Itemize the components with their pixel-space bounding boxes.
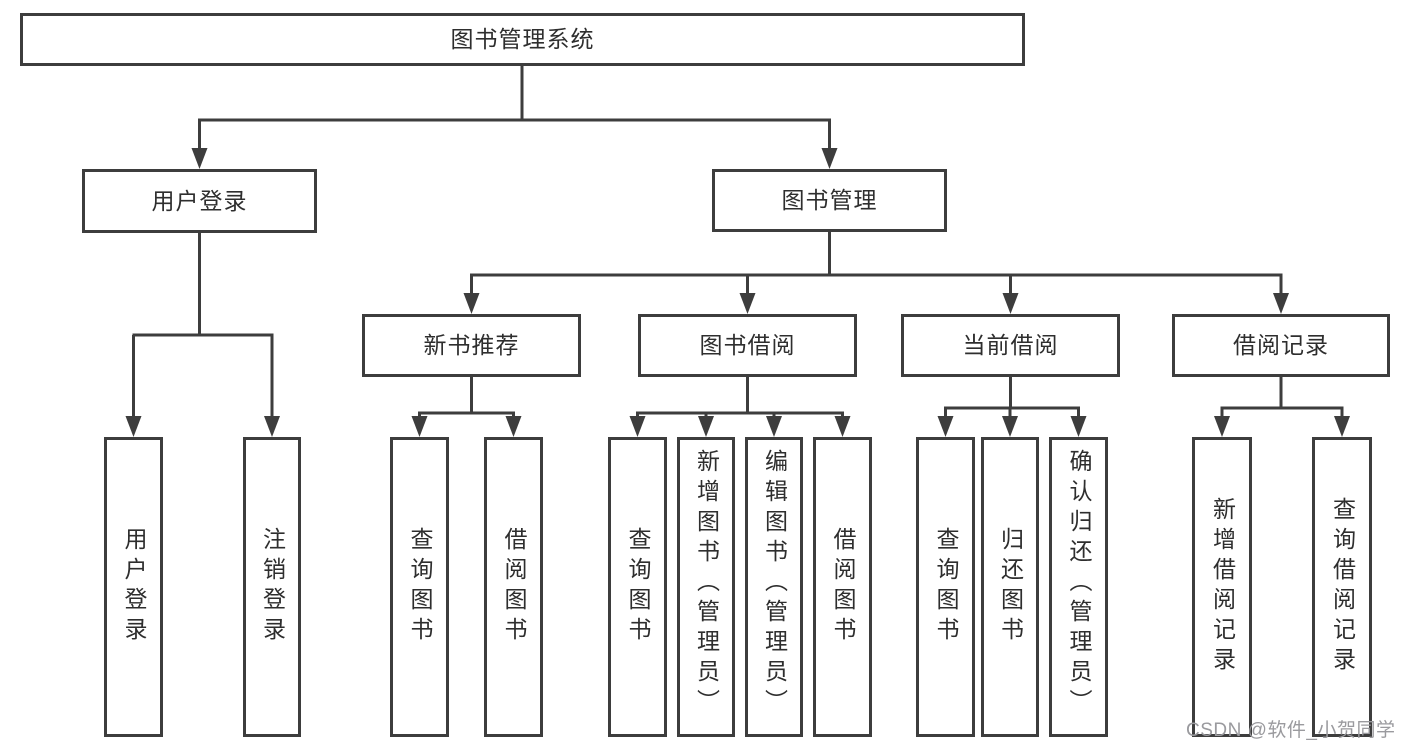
connector-arrowhead: [821, 148, 838, 169]
connector-arrowhead: [629, 416, 646, 437]
node-library-management-system: 图书管理系统: [20, 13, 1025, 66]
node-label: 归还图书: [997, 527, 1024, 647]
connector-arrowhead: [125, 416, 142, 437]
connector-arrowhead: [739, 293, 756, 314]
node-label: 查询借阅记录: [1329, 497, 1356, 677]
node-label: 图书借阅: [699, 332, 796, 358]
leaf-query-books-borrowing: 查询图书: [608, 437, 667, 737]
node-label: 用户登录: [121, 527, 147, 647]
node-label: 借阅图书: [830, 527, 856, 647]
node-label: 当前借阅: [962, 332, 1059, 358]
node-label: 图书管理: [781, 187, 878, 213]
leaf-edit-books-admin: 编辑图书（管理员）: [745, 437, 803, 737]
leaf-add-books-admin: 新增图书（管理员）: [677, 437, 735, 737]
node-book-borrowing: 图书借阅: [638, 314, 857, 377]
node-label: 编辑图书（管理员）: [761, 449, 788, 719]
connector-arrowhead: [834, 416, 851, 437]
node-label: 查询图书: [407, 527, 433, 647]
node-user-login: 用户登录: [82, 169, 317, 233]
connector-arrowhead: [766, 416, 782, 437]
connector-arrowhead: [1070, 416, 1087, 437]
connector-arrowhead: [411, 416, 428, 437]
leaf-borrow-books-recommend: 借阅图书: [484, 437, 543, 737]
connector-arrowhead: [698, 416, 714, 437]
connector-arrowhead: [1002, 293, 1019, 314]
connector-arrowhead: [937, 416, 954, 437]
connector-arrowhead: [1002, 416, 1018, 437]
leaf-return-books: 归还图书: [981, 437, 1039, 737]
connector-arrowhead: [1334, 416, 1350, 437]
node-label: 查询图书: [933, 527, 959, 647]
node-current-borrowing: 当前借阅: [901, 314, 1120, 377]
leaf-user-login: 用户登录: [104, 437, 163, 737]
node-label: 新增图书（管理员）: [693, 449, 720, 719]
csdn-watermark: CSDN @软件_小贺同学: [1186, 720, 1396, 741]
node-label: 图书管理系统: [450, 26, 595, 52]
leaf-logout: 注销登录: [243, 437, 301, 737]
connector-arrowhead: [191, 148, 208, 169]
leaf-query-books-current: 查询图书: [916, 437, 975, 737]
node-borrowing-records: 借阅记录: [1172, 314, 1390, 377]
node-label: 借阅记录: [1233, 332, 1329, 358]
node-label: 新增借阅记录: [1209, 497, 1236, 677]
leaf-borrow-books-borrowing: 借阅图书: [813, 437, 872, 737]
node-label: 用户登录: [151, 187, 248, 214]
leaf-add-borrow-record: 新增借阅记录: [1192, 437, 1252, 737]
node-label: 借阅图书: [501, 527, 527, 647]
node-label: 新书推荐: [423, 332, 520, 358]
connector-arrowhead: [463, 293, 480, 314]
node-label: 注销登录: [259, 527, 286, 647]
node-book-management: 图书管理: [712, 169, 947, 232]
node-label: 查询图书: [625, 527, 651, 647]
connector-arrowhead: [505, 416, 522, 437]
leaf-query-borrow-record: 查询借阅记录: [1312, 437, 1372, 737]
node-label: 确认归还（管理员）: [1066, 449, 1092, 719]
leaf-confirm-return-admin: 确认归还（管理员）: [1049, 437, 1108, 737]
connector-arrowhead: [264, 416, 280, 437]
connector-arrowhead: [1273, 293, 1289, 314]
leaf-query-books-recommend: 查询图书: [390, 437, 449, 737]
node-new-book-recommend: 新书推荐: [362, 314, 581, 377]
connector-arrowhead: [1214, 416, 1230, 437]
